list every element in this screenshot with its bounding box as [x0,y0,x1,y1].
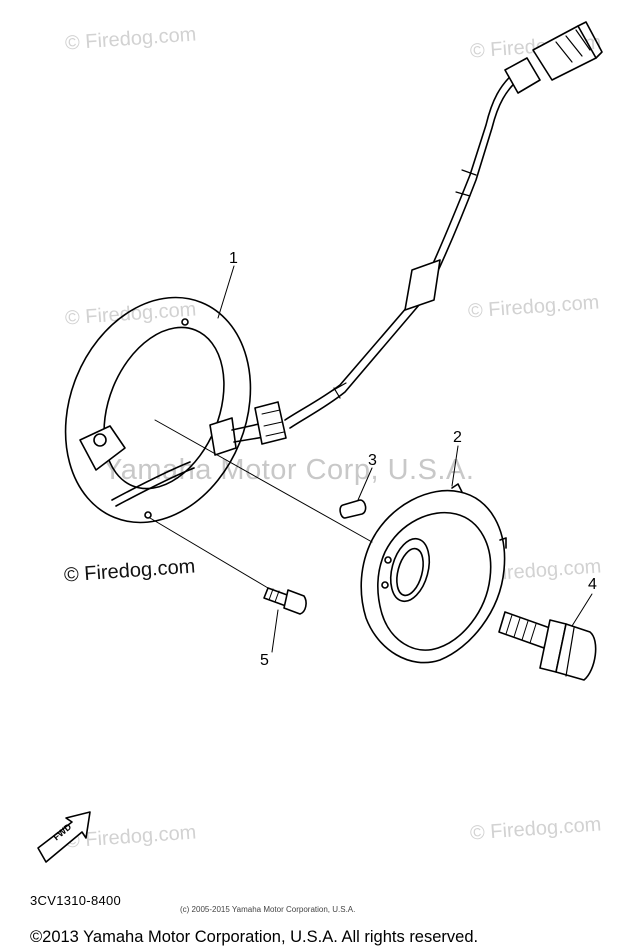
part-number: 3CV1310-8400 [30,893,122,908]
wire-harness [284,21,603,429]
footer-copyright: ©2013 Yamaha Motor Corporation, U.S.A. A… [30,928,479,946]
fwd-arrow [37,811,91,863]
callout-4: 4 [588,576,597,593]
stator-assembly [64,296,287,524]
stator-screw [263,587,307,615]
leader-lines [149,265,593,653]
small-copyright: (c) 2005-2015 Yamaha Motor Corporation, … [180,905,356,914]
dowel-pin [339,499,367,519]
flange-bolt [498,611,597,681]
callout-2: 2 [453,429,462,446]
callout-1: 1 [229,250,238,267]
callout-5: 5 [260,652,269,669]
rotor-plate [360,483,507,664]
callout-3: 3 [368,452,377,469]
